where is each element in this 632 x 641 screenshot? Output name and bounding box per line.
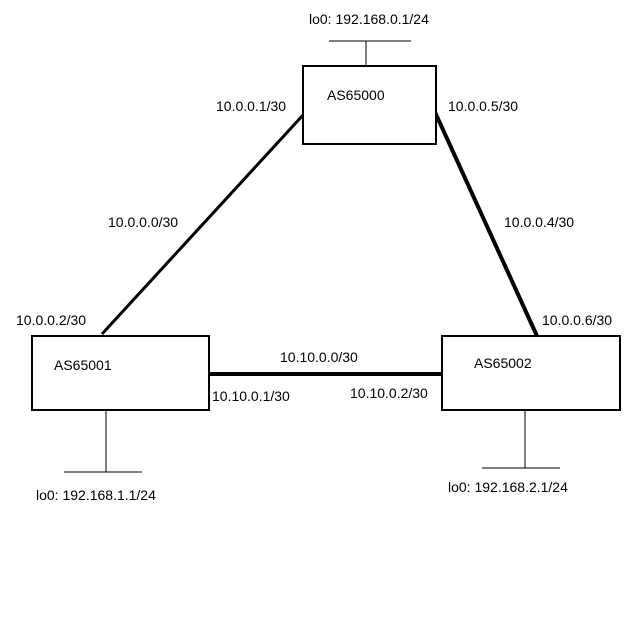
- router-as65001: [31, 335, 210, 411]
- router-name-as65000: AS65000: [327, 87, 385, 103]
- ip-label-r0-r1-r0: 10.0.0.1/30: [216, 98, 286, 114]
- loopback-label-r1: lo0: 192.168.1.1/24: [36, 487, 156, 503]
- ip-label-r0-r2-r0: 10.0.0.5/30: [448, 98, 518, 114]
- loopback-label-r0: lo0: 192.168.0.1/24: [309, 11, 429, 27]
- router-name-as65002: AS65002: [474, 355, 532, 371]
- link-r0-r2: [432, 109, 539, 337]
- router-as65002: [441, 335, 621, 411]
- loopback-label-r2: lo0: 192.168.2.1/24: [448, 479, 568, 495]
- network-label-r0-r2: 10.0.0.4/30: [504, 214, 574, 230]
- network-label-r1-r2: 10.10.0.0/30: [280, 349, 358, 365]
- ip-label-r1-r2-r1: 10.10.0.1/30: [212, 388, 290, 404]
- network-label-r0-r1: 10.0.0.0/30: [108, 214, 178, 230]
- router-as65000: [302, 65, 437, 145]
- ip-label-r0-r1-r1: 10.0.0.2/30: [16, 312, 86, 328]
- router-name-as65001: AS65001: [54, 357, 112, 373]
- link-r0-r1: [100, 112, 306, 336]
- ip-label-r0-r2-r2: 10.0.0.6/30: [542, 312, 612, 328]
- ip-label-r1-r2-r2: 10.10.0.2/30: [350, 385, 428, 401]
